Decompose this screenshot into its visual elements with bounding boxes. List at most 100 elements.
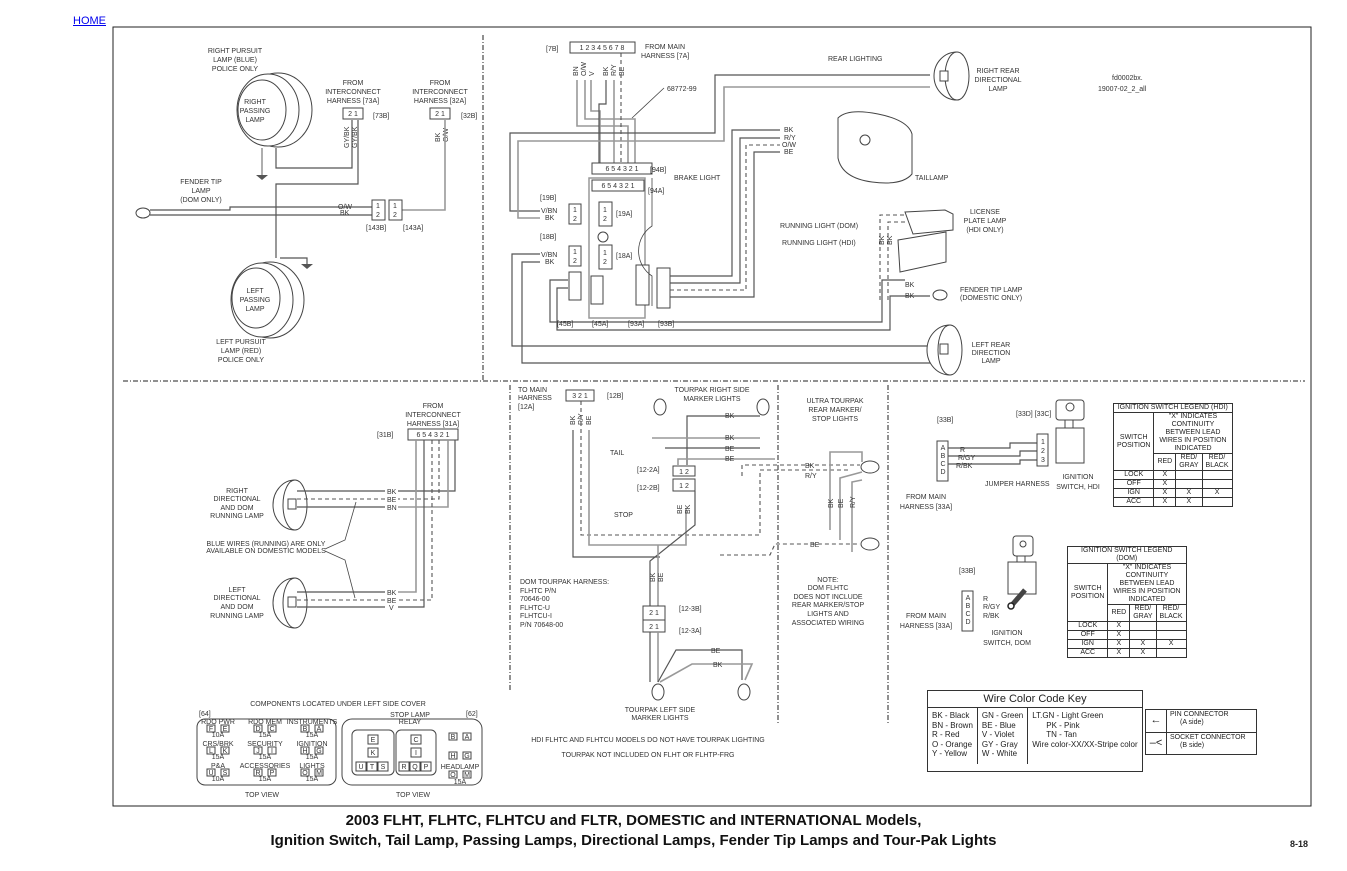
page-title-line-1: 2003 FLHT, FLHTC, FLHTCU and FLTR, DOMES… bbox=[345, 812, 922, 829]
note-hdi: HDI FLHTC AND FLHTCU MODELS DO NOT HAVE … bbox=[531, 737, 765, 744]
left-markers-label-1: TOURPAK LEFT SIDE bbox=[625, 707, 696, 714]
fuse-pin bbox=[300, 768, 310, 777]
figure-file: 19007-02_2_all bbox=[1098, 86, 1147, 93]
connector-31a bbox=[407, 428, 459, 441]
wire-label: BE bbox=[784, 149, 794, 156]
pin-connector-label: PIN CONNECTOR bbox=[1170, 711, 1229, 718]
part-number-label: 68772-99 bbox=[667, 86, 697, 93]
harness-73a-label-2: INTERCONNECT bbox=[325, 89, 381, 96]
fuse-pin bbox=[462, 732, 472, 741]
right-rear-label-2: DIRECTIONAL bbox=[974, 77, 1021, 84]
wire-label: BK bbox=[650, 572, 657, 582]
dom-harness-label-4: FLHTC-U bbox=[520, 605, 550, 612]
fuse-name: LIGHTS bbox=[299, 763, 325, 770]
wire-key-col-1: BK - Black BN - Brown R - Red O - Orange… bbox=[928, 708, 978, 764]
connector-12-2b-pins: 1 2 bbox=[679, 483, 689, 490]
legend-val bbox=[1201, 497, 1233, 507]
relay-pin-label: E bbox=[371, 737, 376, 744]
right-passing-label-3: LAMP bbox=[245, 117, 264, 124]
fuse-block-left-id: [64] bbox=[199, 711, 211, 718]
connector-143b bbox=[371, 199, 386, 221]
pin-label: 1 bbox=[573, 249, 577, 256]
connector-12a bbox=[565, 389, 595, 402]
connector-93b-label: [93B] bbox=[658, 321, 674, 328]
ultra-label-1: ULTRA TOURPAK bbox=[806, 398, 863, 405]
wire-label: BE bbox=[387, 497, 397, 504]
wire-color-key: Wire Color Code Key BK - Black BN - Brow… bbox=[927, 690, 1143, 772]
fuse-pin-label: J bbox=[256, 748, 260, 755]
right-rear-label-3: LAMP bbox=[988, 86, 1007, 93]
fuse-amp: 15A bbox=[259, 732, 272, 739]
fuse-block-section: COMPONENTS LOCATED UNDER LEFT SIDE COVER… bbox=[196, 701, 483, 799]
relay-pin bbox=[367, 734, 379, 745]
pin-label: 2 bbox=[393, 212, 397, 219]
pin-label: D bbox=[940, 469, 945, 476]
legend-pos: LOCK bbox=[1112, 470, 1155, 480]
relay-pin bbox=[409, 761, 421, 772]
connector-73a bbox=[342, 107, 364, 120]
harness-32a-label-1: FROM bbox=[430, 80, 451, 87]
brake-light-label: BRAKE LIGHT bbox=[674, 175, 721, 182]
legend-val bbox=[1129, 621, 1157, 631]
note-dom-4: REAR MARKER/STOP bbox=[792, 602, 865, 609]
pin-label: D bbox=[965, 619, 970, 626]
fuse-pin bbox=[267, 768, 277, 777]
left-pursuit-label-2: LAMP (RED) bbox=[221, 348, 261, 355]
fuse-name: SECURITY bbox=[247, 741, 283, 748]
fender-tip-dom-label-1: FENDER TIP LAMP bbox=[960, 287, 1023, 294]
pin-label: 1 bbox=[573, 207, 577, 214]
connector-94a bbox=[591, 179, 645, 192]
pin-label: 2 bbox=[603, 259, 607, 266]
legend-val bbox=[1155, 648, 1187, 658]
wire-label: BK bbox=[713, 662, 723, 669]
wire-label: BE bbox=[711, 648, 721, 655]
wire-label: BK bbox=[725, 435, 735, 442]
fuse-pin bbox=[253, 768, 263, 777]
dom-harness-label-6: P/N 70648-00 bbox=[520, 622, 563, 629]
connector-94a-pins: 6 5 4 3 2 1 bbox=[601, 183, 634, 190]
connector-12b-label: [12B] bbox=[607, 393, 623, 400]
connector-18b bbox=[568, 245, 582, 267]
relay-pin-label: S bbox=[381, 764, 386, 771]
left-rear-direction-lamp bbox=[926, 324, 963, 376]
wire-label: BE bbox=[725, 446, 735, 453]
harness-32a-label-2: INTERCONNECT bbox=[412, 89, 468, 96]
fuse-pin bbox=[448, 751, 458, 760]
connector-12-3b-pins: 2 1 bbox=[649, 610, 659, 617]
pin-label: 1 bbox=[603, 250, 607, 257]
home-link[interactable]: HOME bbox=[73, 15, 106, 27]
fuse-amp: 15A bbox=[259, 776, 272, 783]
legend-col: RED/ BLACK bbox=[1201, 453, 1233, 471]
fuse-pin-label: E bbox=[223, 726, 228, 733]
from-main-hdi-label-1: FROM MAIN bbox=[906, 494, 946, 501]
legend-val: X bbox=[1175, 497, 1203, 507]
passing-lamps-section: RIGHT PURSUIT LAMP (BLUE) POLICE ONLY RI… bbox=[135, 48, 477, 364]
wire-label: R bbox=[960, 447, 965, 454]
relay-pin bbox=[367, 747, 379, 758]
wire-label: BK bbox=[725, 413, 735, 420]
legend-val bbox=[1201, 479, 1233, 489]
fuse-amp: 10A bbox=[212, 776, 225, 783]
connector-7a bbox=[569, 41, 636, 54]
legend-pos: IGN bbox=[1066, 639, 1109, 649]
fuse-pin bbox=[253, 746, 263, 755]
fuse-pin bbox=[267, 746, 277, 755]
legend-val bbox=[1175, 479, 1203, 489]
pin-label: 2 bbox=[573, 216, 577, 223]
connector-12a-pins: 3 2 1 bbox=[572, 393, 588, 400]
main-harness-label-2: HARNESS [7A] bbox=[641, 53, 689, 60]
connector-33c bbox=[1036, 433, 1049, 467]
ultra-label-2: REAR MARKER/ bbox=[808, 407, 861, 414]
connector-45b-label: [45B] bbox=[557, 321, 573, 328]
right-directional-label-3: AND DOM bbox=[220, 505, 253, 512]
left-passing-label-1: LEFT bbox=[246, 288, 264, 295]
wire-label: BE bbox=[658, 572, 665, 582]
legend-val: X bbox=[1153, 479, 1177, 489]
legend-col: RED/ GRAY bbox=[1129, 604, 1157, 622]
fuse-pin-label: G bbox=[464, 753, 469, 760]
legend-val: X bbox=[1107, 630, 1131, 640]
wire-key-entry: W - White bbox=[981, 749, 1018, 758]
socket-connector-side: (B side) bbox=[1180, 742, 1205, 749]
